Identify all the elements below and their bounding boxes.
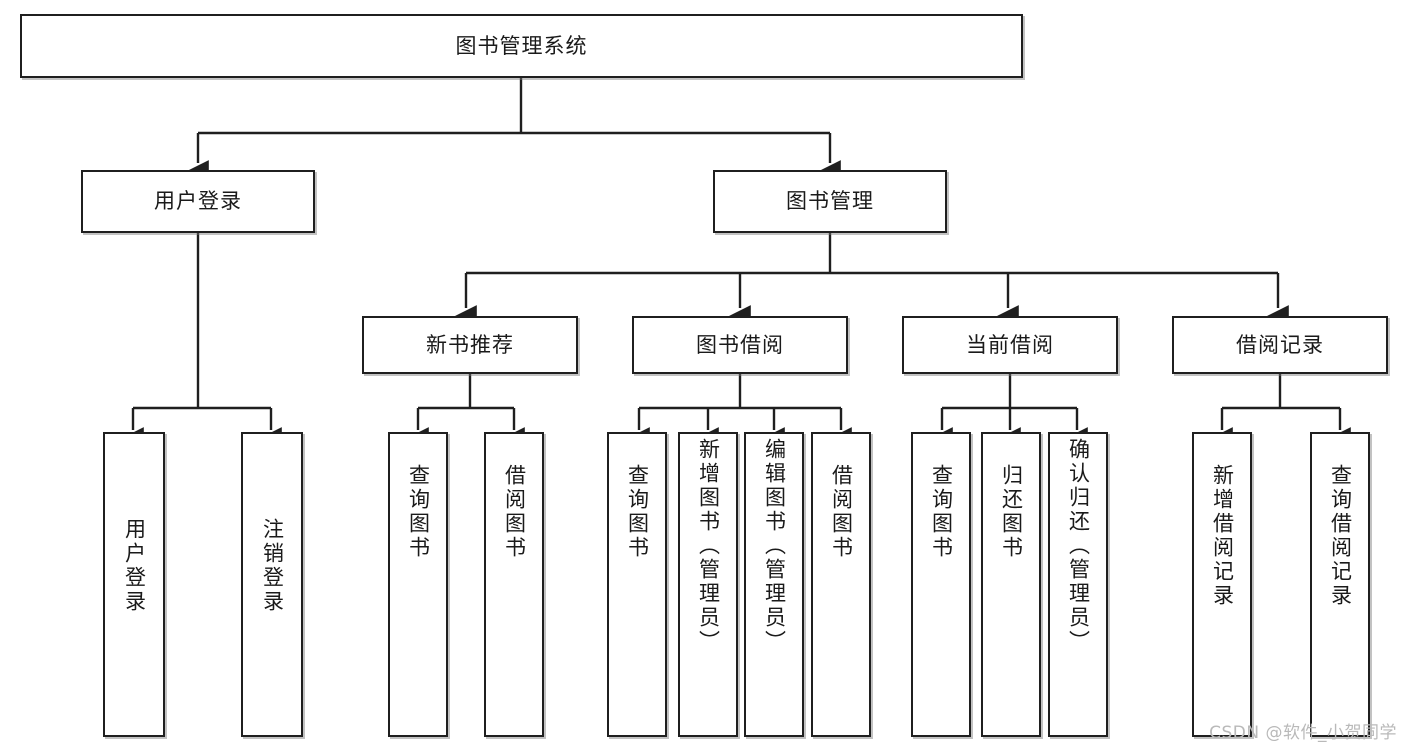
- node-leaf-add-record[interactable]: 新增借阅记录: [1192, 432, 1252, 737]
- node-borrow-record[interactable]: 借阅记录: [1172, 316, 1388, 374]
- node-leaf-query-book-1-label: 查询图书: [406, 464, 431, 560]
- node-leaf-add-book-label: 新增图书（管理员）: [696, 438, 721, 654]
- node-leaf-borrow-book-1-label: 借阅图书: [502, 464, 527, 560]
- watermark: CSDN @软件_小贺同学: [1209, 723, 1397, 743]
- node-current-borrow[interactable]: 当前借阅: [902, 316, 1118, 374]
- node-leaf-query-record-label: 查询借阅记录: [1328, 464, 1353, 608]
- node-leaf-query-book-2[interactable]: 查询图书: [607, 432, 667, 737]
- node-current-borrow-label: 当前借阅: [966, 332, 1054, 357]
- node-leaf-confirm-return-label: 确认归还（管理员）: [1066, 438, 1091, 654]
- node-leaf-query-book-3-label: 查询图书: [929, 464, 954, 560]
- node-user-login[interactable]: 用户登录: [81, 170, 315, 233]
- node-borrow-record-label: 借阅记录: [1236, 332, 1324, 357]
- node-leaf-add-record-label: 新增借阅记录: [1210, 464, 1235, 608]
- node-leaf-edit-book-label: 编辑图书（管理员）: [762, 438, 787, 654]
- node-leaf-user-login-label: 用户登录: [122, 518, 147, 614]
- node-book-borrow[interactable]: 图书借阅: [632, 316, 848, 374]
- node-root-label: 图书管理系统: [455, 33, 588, 58]
- node-book-borrow-label: 图书借阅: [696, 332, 784, 357]
- node-book-manage-label: 图书管理: [786, 189, 874, 214]
- node-leaf-return-book[interactable]: 归还图书: [981, 432, 1041, 737]
- node-leaf-return-book-label: 归还图书: [999, 464, 1024, 560]
- node-leaf-user-login[interactable]: 用户登录: [103, 432, 165, 737]
- node-leaf-query-book-1[interactable]: 查询图书: [388, 432, 448, 737]
- node-new-book-rec-label: 新书推荐: [426, 332, 514, 357]
- node-leaf-edit-book[interactable]: 编辑图书（管理员）: [744, 432, 804, 737]
- node-leaf-query-record[interactable]: 查询借阅记录: [1310, 432, 1370, 737]
- node-book-manage[interactable]: 图书管理: [713, 170, 947, 233]
- node-leaf-confirm-return[interactable]: 确认归还（管理员）: [1048, 432, 1108, 737]
- node-leaf-query-book-3[interactable]: 查询图书: [911, 432, 971, 737]
- node-leaf-query-book-2-label: 查询图书: [625, 464, 650, 560]
- node-leaf-logout-label: 注销登录: [260, 518, 285, 614]
- node-leaf-borrow-book-1[interactable]: 借阅图书: [484, 432, 544, 737]
- node-root[interactable]: 图书管理系统: [20, 14, 1023, 78]
- node-leaf-logout[interactable]: 注销登录: [241, 432, 303, 737]
- node-leaf-borrow-book-2-label: 借阅图书: [829, 464, 854, 560]
- node-new-book-rec[interactable]: 新书推荐: [362, 316, 578, 374]
- node-user-login-label: 用户登录: [154, 189, 242, 214]
- node-leaf-borrow-book-2[interactable]: 借阅图书: [811, 432, 871, 737]
- node-leaf-add-book[interactable]: 新增图书（管理员）: [678, 432, 738, 737]
